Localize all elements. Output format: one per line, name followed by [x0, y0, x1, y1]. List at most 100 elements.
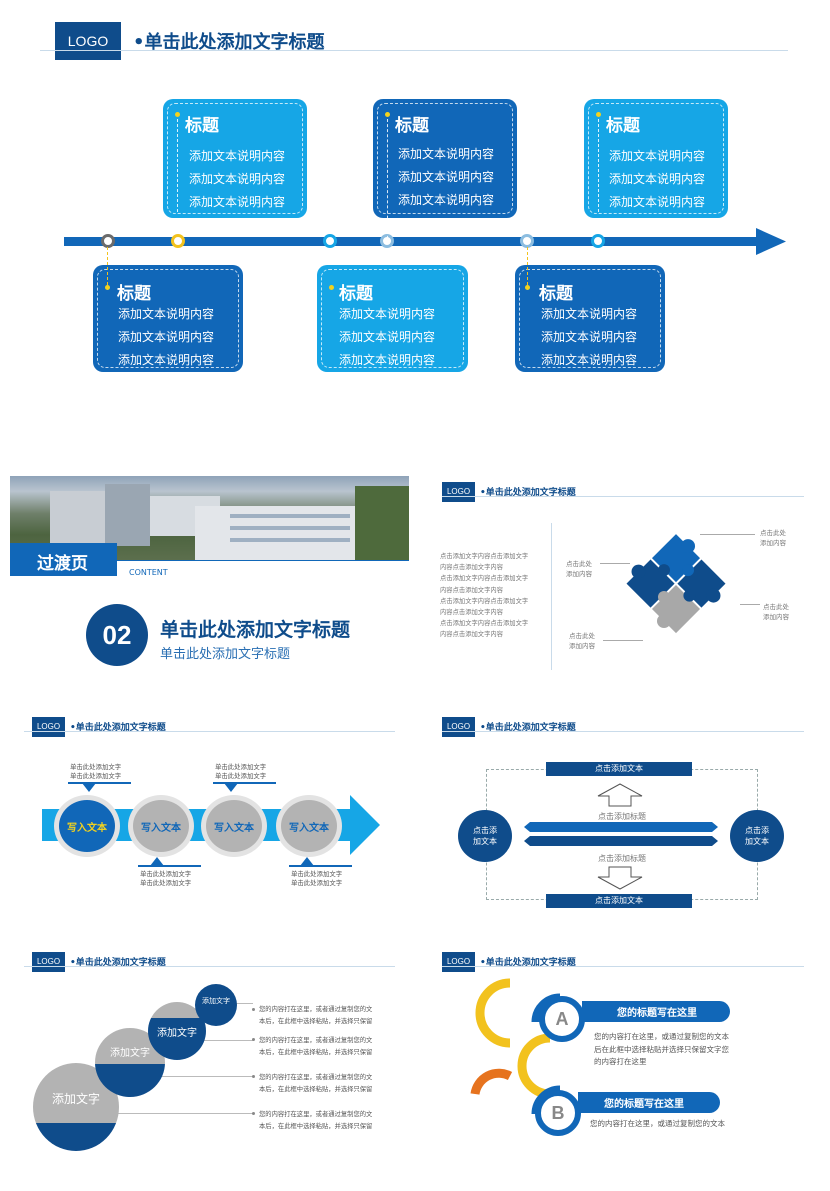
compare-top-bar: 点击添加文本: [546, 762, 692, 776]
ab-letter-a-badge: A: [539, 996, 585, 1042]
compare-mid-label: 点击添加标题: [598, 812, 646, 821]
process-circle: 写入文本: [276, 795, 342, 857]
timeline-card: 标题 添加文本说明内容 添加文本说明内容 添加文本说明内容: [373, 99, 517, 244]
puzzle-title: •单击此处添加文字标题: [480, 488, 576, 498]
compare-right-circle: 点击添 加文本: [730, 810, 784, 862]
ab-title-bar-a: [582, 1001, 730, 1022]
puzzle-graphic: [626, 534, 726, 634]
arrow-logo: LOGO: [32, 717, 65, 737]
stack-note: 您的内容打在这里，或者通过复制您的文 本后，在此框中选择粘贴，并选择只保留: [259, 1037, 373, 1056]
timeline-card: 标题 添加文本说明内容 添加文本说明内容 添加文本说明内容: [163, 99, 307, 218]
timeline-card: 标题 添加文本说明内容 添加文本说明内容 添加文本说明内容: [93, 247, 243, 372]
puzzle-label: 点击此处 添加内容: [763, 603, 789, 621]
ab-divider: [442, 966, 804, 967]
card-line: 添加文本说明内容: [118, 307, 215, 321]
transition-label-bg: [10, 543, 117, 576]
process-note: 单击此处添加文字 单击此处添加文字: [291, 870, 343, 887]
timeline-card: 标题 添加文本说明内容 添加文本说明内容 添加文本说明内容: [317, 265, 468, 372]
card-title: 标题: [117, 284, 151, 304]
card-line: 添加文本说明内容: [189, 195, 286, 209]
puzzle-paragraph: 点击添加文字内容点击添加文字内容点击添加文字内容 点击添加文字内容点击添加文字内…: [440, 553, 529, 639]
stack-note: 您的内容打在这里，或者通过复制您的文 本后，在此框中选择粘贴，并选择只保留: [259, 1111, 373, 1130]
card-line: 添加文本说明内容: [339, 353, 436, 367]
stack-circle: 添加文字: [33, 1063, 119, 1151]
card-line: 添加文本说明内容: [339, 307, 436, 321]
puzzle-label: 点击此处 添加内容: [569, 632, 595, 650]
timeline-axis: [64, 237, 764, 246]
ab-text-b: 您的内容打在这里，或通过复制您的文本: [590, 1119, 725, 1128]
hero-divider: [40, 50, 788, 51]
stack-circle: 添加文字: [195, 984, 237, 1026]
card-line: 添加文本说明内容: [609, 149, 706, 163]
card-line: 添加文本说明内容: [189, 172, 286, 186]
hero-logo: LOGO: [55, 22, 121, 60]
timeline-node: [101, 234, 115, 248]
card-line: 添加文本说明内容: [541, 307, 638, 321]
card-line: 添加文本说明内容: [398, 193, 495, 207]
card-line: 添加文本说明内容: [541, 330, 638, 344]
process-note: 单击此处添加文字 单击此处添加文字: [215, 763, 267, 780]
transition-content-line: [117, 560, 409, 561]
timeline-card: 标题 添加文本说明内容 添加文本说明内容 添加文本说明内容: [584, 99, 728, 218]
card-line: 添加文本说明内容: [339, 330, 436, 344]
timeline-card: 标题 添加文本说明内容 添加文本说明内容 添加文本说明内容: [515, 247, 665, 372]
card-title: 标题: [539, 284, 573, 304]
ab-letter-b-badge: B: [535, 1090, 581, 1136]
timeline-node: [591, 234, 605, 248]
puzzle-vertical-rule: [551, 523, 552, 670]
process-circle: 写入文本: [54, 795, 120, 857]
puzzle-label: 点击此处 添加内容: [760, 529, 786, 547]
section-number-badge: 02: [86, 604, 148, 666]
card-line: 添加文本说明内容: [609, 172, 706, 186]
transition-title: 单击此处添加文字标题: [160, 619, 351, 641]
down-arrow-icon: [597, 866, 643, 890]
campus-photo: [10, 476, 409, 560]
compare-logo: LOGO: [442, 717, 475, 737]
card-line: 添加文本说明内容: [118, 330, 215, 344]
compare-left-circle: 点击添 加文本: [458, 810, 512, 862]
transition-label: 过渡页: [37, 554, 88, 574]
puzzle-label: 点击此处 添加内容: [566, 560, 592, 578]
ab-title-bar-b: [578, 1092, 720, 1113]
compare-mid-label: 点击添加标题: [598, 854, 646, 863]
card-title: 标题: [606, 116, 640, 136]
timeline-node: [171, 234, 185, 248]
ab-title-b: 您的标题写在这里: [604, 1099, 684, 1110]
card-line: 添加文本说明内容: [609, 195, 706, 209]
card-title: 标题: [395, 116, 429, 136]
puzzle-logo: LOGO: [442, 482, 475, 502]
arrow-title: •单击此处添加文字标题: [70, 723, 166, 733]
compare-bottom-bar: 点击添加文本: [546, 894, 692, 908]
timeline-node: [520, 234, 534, 248]
card-line: 添加文本说明内容: [398, 147, 495, 161]
up-arrow-icon: [597, 783, 643, 807]
ab-logo: LOGO: [442, 952, 475, 972]
transition-content: CONTENT: [129, 568, 168, 577]
circles-title: •单击此处添加文字标题: [70, 958, 166, 968]
card-line: 添加文本说明内容: [189, 149, 286, 163]
process-circle: 写入文本: [128, 795, 194, 857]
stack-note: 您的内容打在这里，或者通过复制您的文 本后，在此框中选择粘贴，并选择只保留: [259, 1074, 373, 1093]
card-title: 标题: [185, 116, 219, 136]
process-circle: 写入文本: [201, 795, 267, 857]
card-line: 添加文本说明内容: [398, 170, 495, 184]
ab-title: •单击此处添加文字标题: [480, 958, 576, 968]
transition-subtitle: 单击此处添加文字标题: [160, 647, 291, 662]
arrow-divider: [24, 731, 395, 732]
process-note: 单击此处添加文字 单击此处添加文字: [70, 763, 122, 780]
puzzle-divider: [442, 496, 804, 497]
timeline-node: [323, 234, 337, 248]
card-title: 标题: [339, 284, 373, 304]
process-note: 单击此处添加文字 单击此处添加文字: [140, 870, 192, 887]
card-line: 添加文本说明内容: [118, 353, 215, 367]
compare-title: •单击此处添加文字标题: [480, 723, 576, 733]
circles-logo: LOGO: [32, 952, 65, 972]
compare-ribbon: [524, 822, 718, 846]
hero-title: •单击此处添加文字标题: [133, 32, 325, 53]
ab-text-a: 您的内容打在这里，或通过复制您的文本 后在此框中选择粘贴并选择只保留文字您 的内…: [594, 1032, 729, 1066]
card-line: 添加文本说明内容: [541, 353, 638, 367]
stack-note: 您的内容打在这里，或者通过复制您的文 本后，在此框中选择粘贴，并选择只保留: [259, 1006, 373, 1025]
ab-title-a: 您的标题写在这里: [617, 1008, 697, 1019]
timeline-arrowhead-icon: [756, 228, 786, 255]
compare-divider: [442, 731, 804, 732]
